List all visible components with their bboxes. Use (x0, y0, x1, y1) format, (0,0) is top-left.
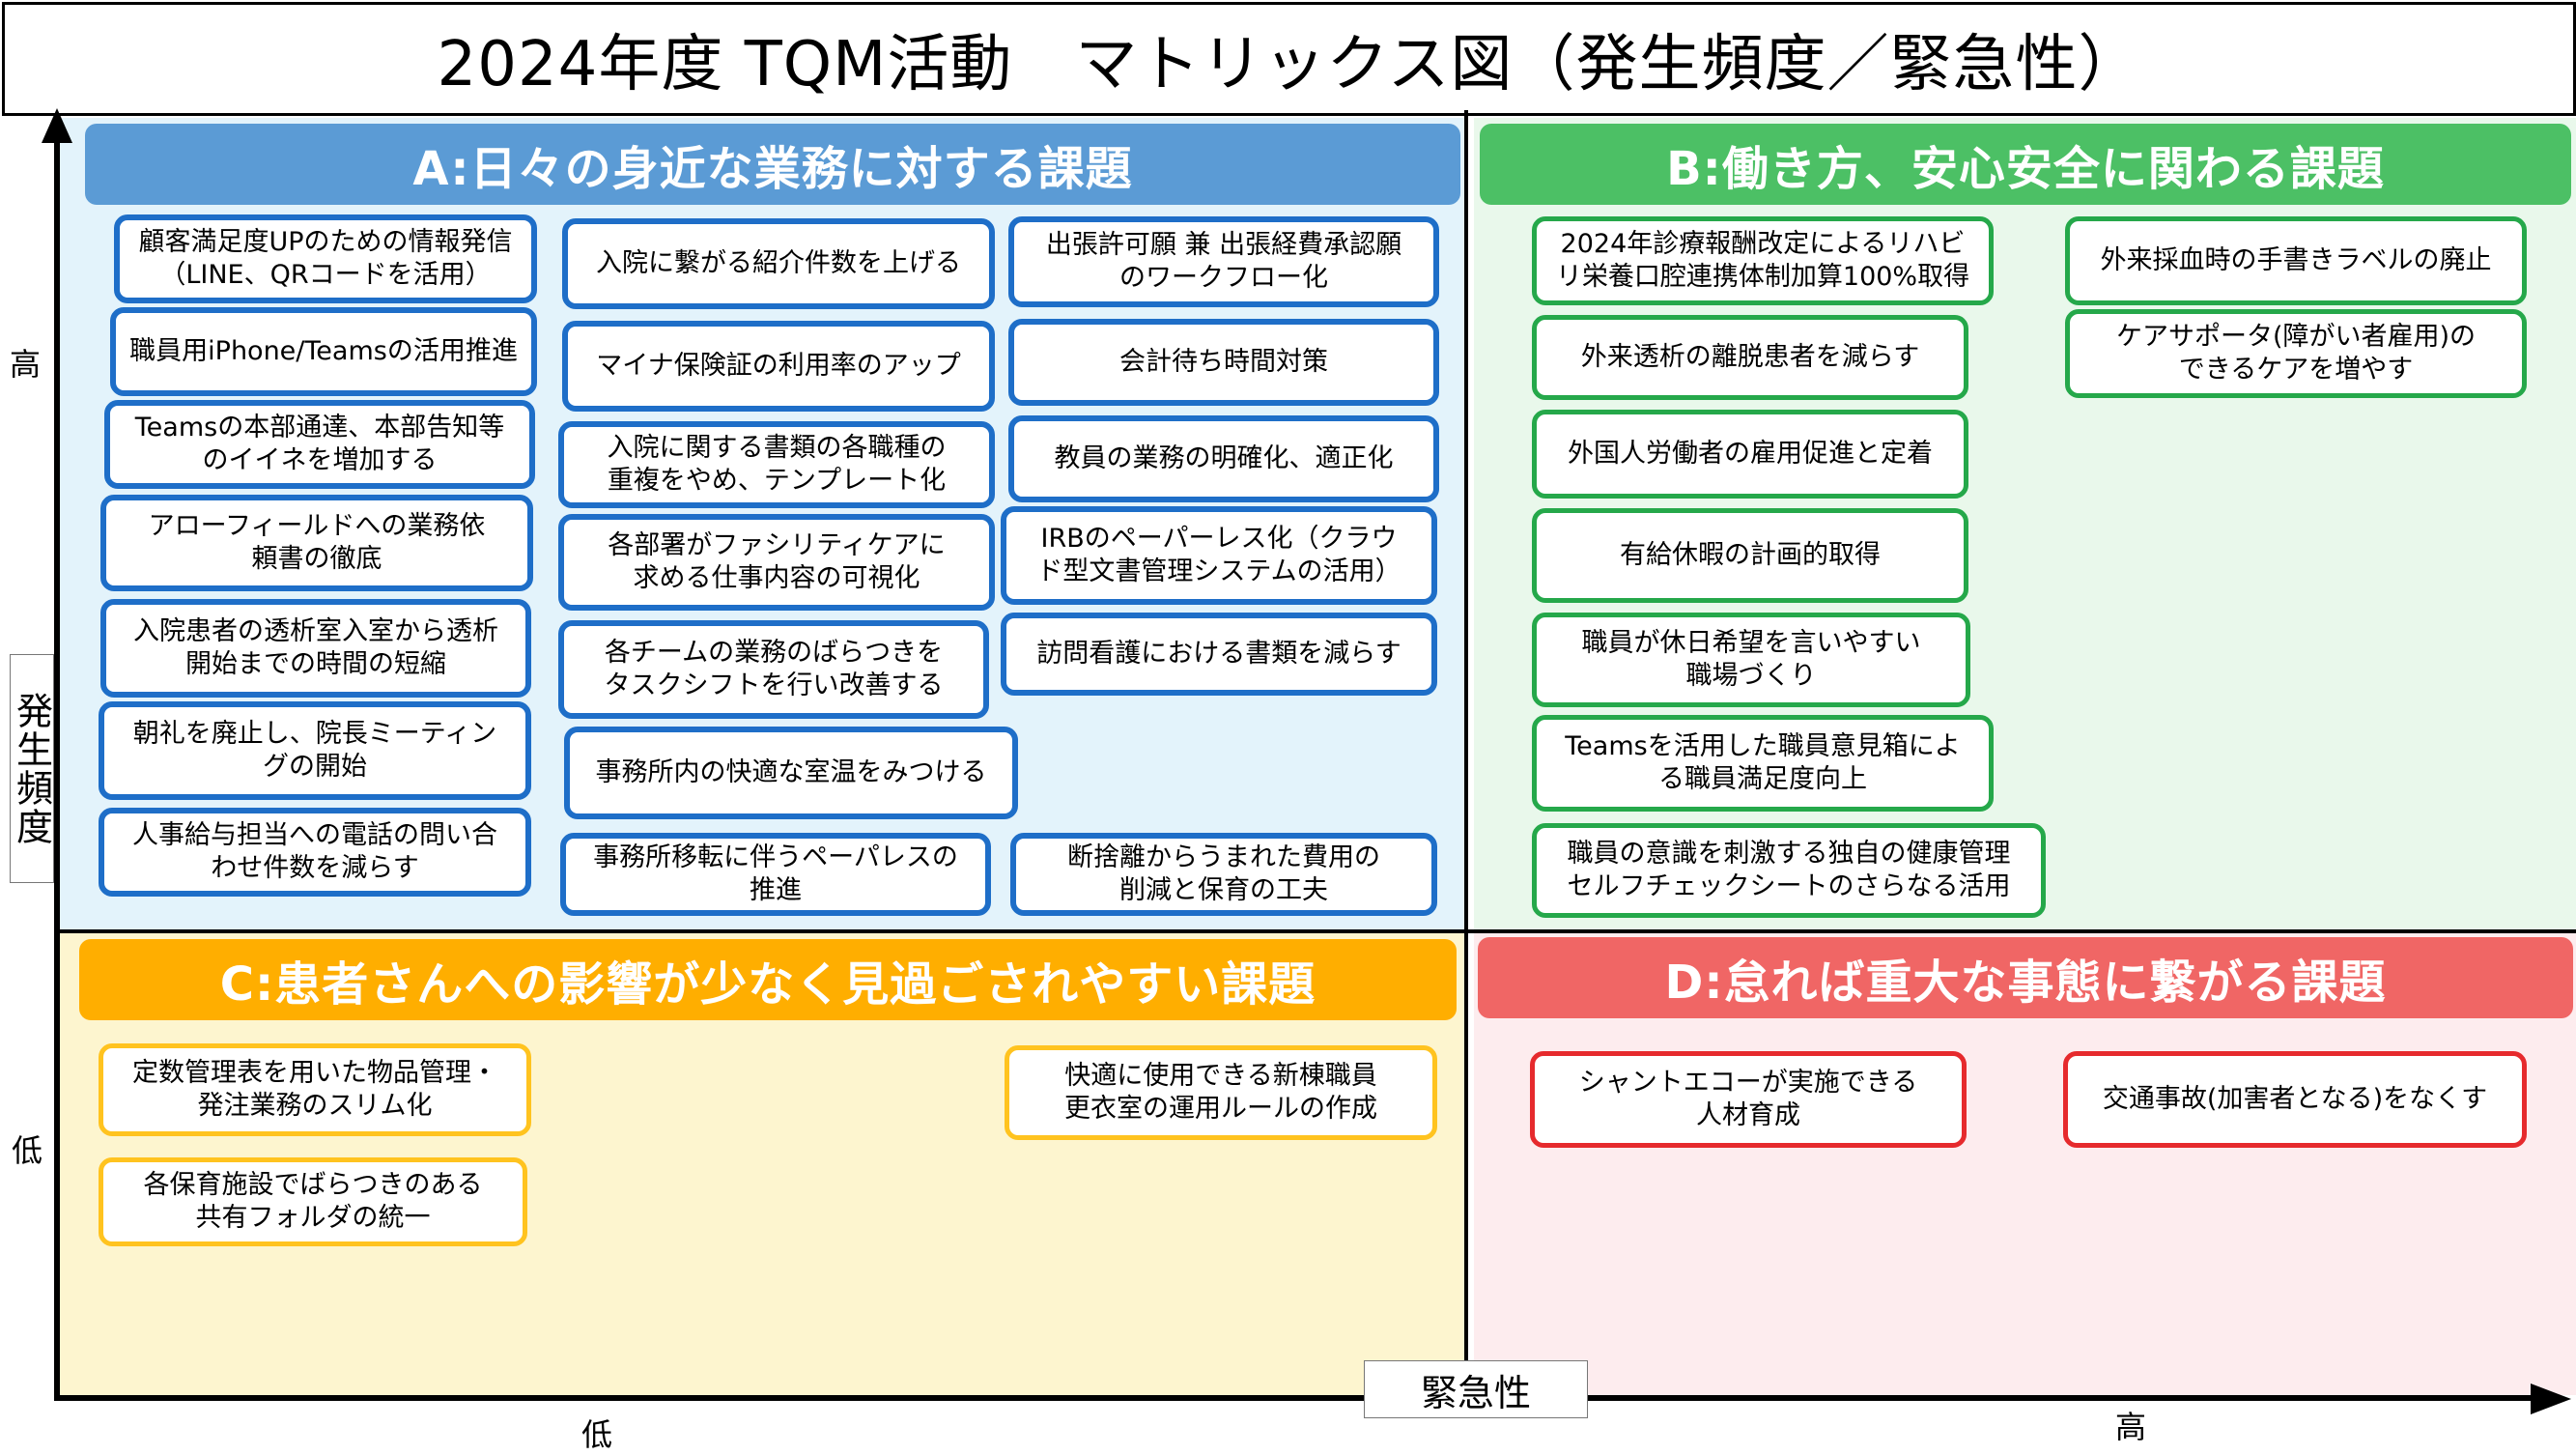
card-a-home-nursing-docs: 訪問看護における書類を減らす (1001, 613, 1437, 696)
y-axis-high-label: 高 (10, 346, 42, 383)
card-a-irb-paperless: IRBのペーパーレス化（クラウ ド型文書管理システムの活用） (1001, 506, 1437, 605)
y-axis-line (54, 135, 60, 1397)
quadrant-d-header: D:怠れば重大な事態に繋がる課題 (1478, 937, 2573, 1018)
card-a-checkout-wait: 会計待ち時間対策 (1008, 319, 1439, 406)
card-b-health-checksheet: 職員の意識を刺激する独自の健康管理 セルフチェックシートのさらなる活用 (1532, 823, 2046, 918)
card-a-iphone-teams: 職員用iPhone/Teamsの活用推進 (110, 307, 537, 396)
card-b-paid-leave: 有給休暇の計画的取得 (1532, 508, 1968, 603)
quadrant-c-header: C:患者さんへの影響が少なく見過ごされやすい課題 (79, 939, 1457, 1020)
quadrant-a-header: A:日々の身近な業務に対する課題 (85, 124, 1460, 205)
vertical-divider (1464, 110, 1468, 1395)
card-a-teams-like: Teamsの本部通達、本部告知等 のイイネを増加する (104, 400, 535, 489)
card-a-my-number-card: マイナ保険証の利用率のアップ (562, 321, 995, 412)
quadrant-b-header: B:働き方、安心安全に関わる課題 (1480, 124, 2571, 205)
card-a-admission-docs: 入院に関する書類の各職種の 重複をやめ、テンプレート化 (558, 421, 995, 508)
card-a-payroll-calls: 人事給与担当への電話の問い合 わせ件数を減らす (99, 808, 531, 897)
card-a-paperless: 事務所移転に伴うペーパレスの 推進 (560, 833, 991, 916)
card-b-holiday-requests: 職員が休日希望を言いやすい 職場づくり (1532, 613, 1970, 707)
card-a-cost-reduction-childcare: 断捨離からうまれた費用の 削減と保育の工夫 (1010, 833, 1437, 916)
card-a-business-trip-workflow: 出張許可願 兼 出張経費承認願 のワークフロー化 (1008, 216, 1439, 307)
card-a-morning-meeting: 朝礼を廃止し、院長ミーティン グの開始 (99, 701, 531, 800)
card-a-room-temperature: 事務所内の快適な室温をみつける (564, 727, 1018, 819)
x-axis-high-label: 高 (2115, 1409, 2147, 1445)
card-a-task-shift: 各チームの業務のばらつきを タスクシフトを行い改善する (558, 620, 989, 719)
card-a-referrals: 入院に繋がる紹介件数を上げる (562, 218, 995, 309)
card-a-facility-care: 各部署がファシリティケアに 求める仕事内容の可視化 (558, 514, 995, 611)
card-c-locker-room-rules: 快適に使用できる新棟職員 更衣室の運用ルールの作成 (1005, 1045, 1437, 1140)
card-b-rehab-nutrition: 2024年診療報酬改定によるリハビ リ栄養口腔連携体制加算100%取得 (1532, 216, 1994, 305)
horizontal-divider (54, 929, 2576, 933)
y-axis-low-label: 低 (12, 1132, 43, 1169)
card-b-blood-draw-labels: 外来採血時の手書きラベルの廃止 (2065, 216, 2527, 305)
page-title: 2024年度 TQM活動 マトリックス図（発生頻度／緊急性） (2, 2, 2576, 116)
y-axis-title: 発生頻度 (10, 654, 54, 883)
card-a-customer-info: 顧客満足度UPのための情報発信 （LINE、QRコードを活用） (114, 214, 537, 303)
card-c-inventory-management: 定数管理表を用いた物品管理・ 発注業務のスリム化 (99, 1043, 531, 1136)
card-c-shared-folder: 各保育施設でばらつきのある 共有フォルダの統一 (99, 1157, 527, 1246)
card-a-arrowfield: アローフィールドへの業務依 頼書の徹底 (100, 495, 533, 591)
card-a-faculty-duties: 教員の業務の明確化、適正化 (1008, 415, 1439, 502)
card-b-foreign-workers: 外国人労働者の雇用促進と定着 (1532, 410, 1968, 499)
x-axis-title: 緊急性 (1364, 1360, 1588, 1418)
x-axis-low-label: 低 (581, 1416, 613, 1453)
card-d-shunt-echo: シャントエコーが実施できる 人材育成 (1530, 1051, 1967, 1148)
card-a-dialysis-time: 入院患者の透析室入室から透析 開始までの時間の短縮 (100, 599, 531, 698)
x-axis-line (54, 1395, 2536, 1401)
card-b-care-supporter: ケアサポータ(障がい者雇用)の できるケアを増やす (2065, 309, 2527, 398)
card-d-traffic-accidents: 交通事故(加害者となる)をなくす (2063, 1051, 2527, 1148)
card-b-teams-opinion-box: Teamsを活用した職員意見箱によ る職員満足度向上 (1532, 715, 1994, 812)
y-axis-arrow-icon (42, 108, 72, 143)
x-axis-arrow-icon (2531, 1384, 2571, 1414)
card-b-outpatient-dialysis: 外来透析の離脱患者を減らす (1532, 315, 1968, 400)
